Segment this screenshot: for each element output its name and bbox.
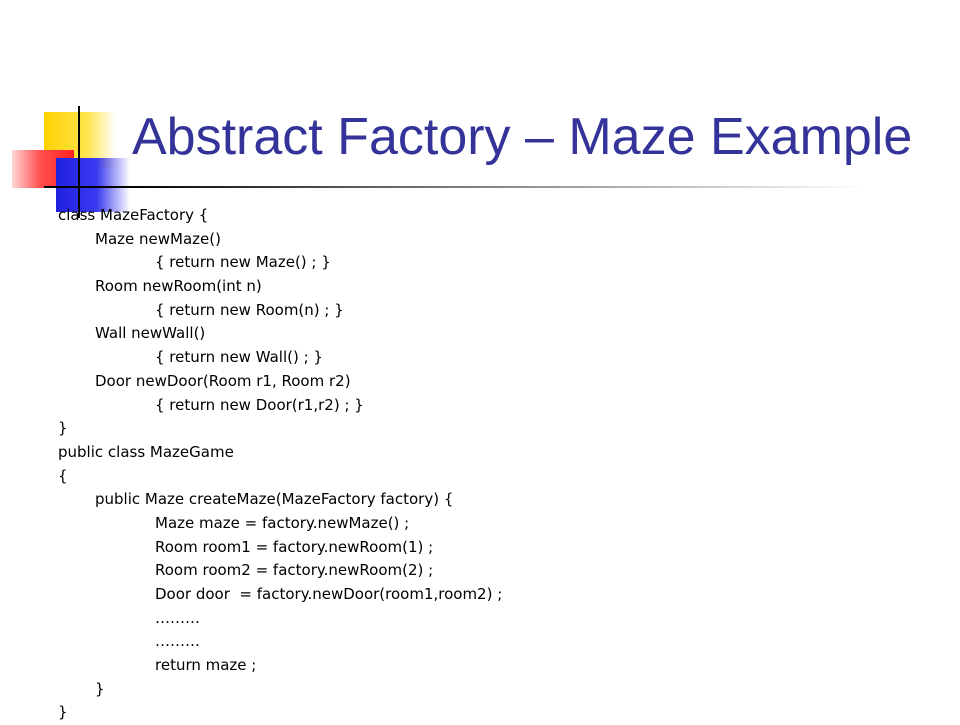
slide-title: Abstract Factory – Maze Example [132, 108, 913, 166]
code-line: Room newRoom(int n) [95, 277, 262, 296]
code-line: Maze newMaze() [95, 229, 221, 248]
code-listing: class MazeFactory { Maze newMaze() { retur… [58, 204, 502, 725]
code-line: { return new Maze() ; } [155, 253, 331, 272]
code-line: Wall newWall() [95, 324, 206, 343]
code-line: class MazeFactory { [58, 206, 209, 224]
code-line: { return new Room(n) ; } [155, 300, 344, 319]
code-line: Room room1 = factory.newRoom(1) ; [155, 537, 434, 556]
code-line: Door newDoor(Room r1, Room r2) [95, 371, 351, 390]
code-line: ……… [155, 608, 200, 627]
title-underline [44, 186, 864, 188]
code-line: { return new Wall() ; } [155, 348, 323, 367]
code-line: } [58, 419, 68, 438]
code-line: } [58, 703, 68, 722]
decor-vertical-line [78, 106, 80, 218]
code-line: Maze maze = factory.newMaze() ; [155, 513, 410, 532]
code-line: return maze ; [155, 656, 257, 675]
code-line: ……… [155, 632, 200, 651]
code-line: Door door = factory.newDoor(room1,room2)… [155, 585, 503, 603]
code-line: { return new Door(r1,r2) ; } [155, 395, 364, 414]
code-line: public class MazeGame [58, 442, 234, 461]
code-line: { [58, 466, 68, 485]
code-line: } [95, 679, 105, 698]
decor-blue-square [56, 158, 130, 212]
code-line: Room room2 = factory.newRoom(2) ; [155, 561, 434, 580]
code-line: public Maze createMaze(MazeFactory facto… [95, 490, 454, 509]
